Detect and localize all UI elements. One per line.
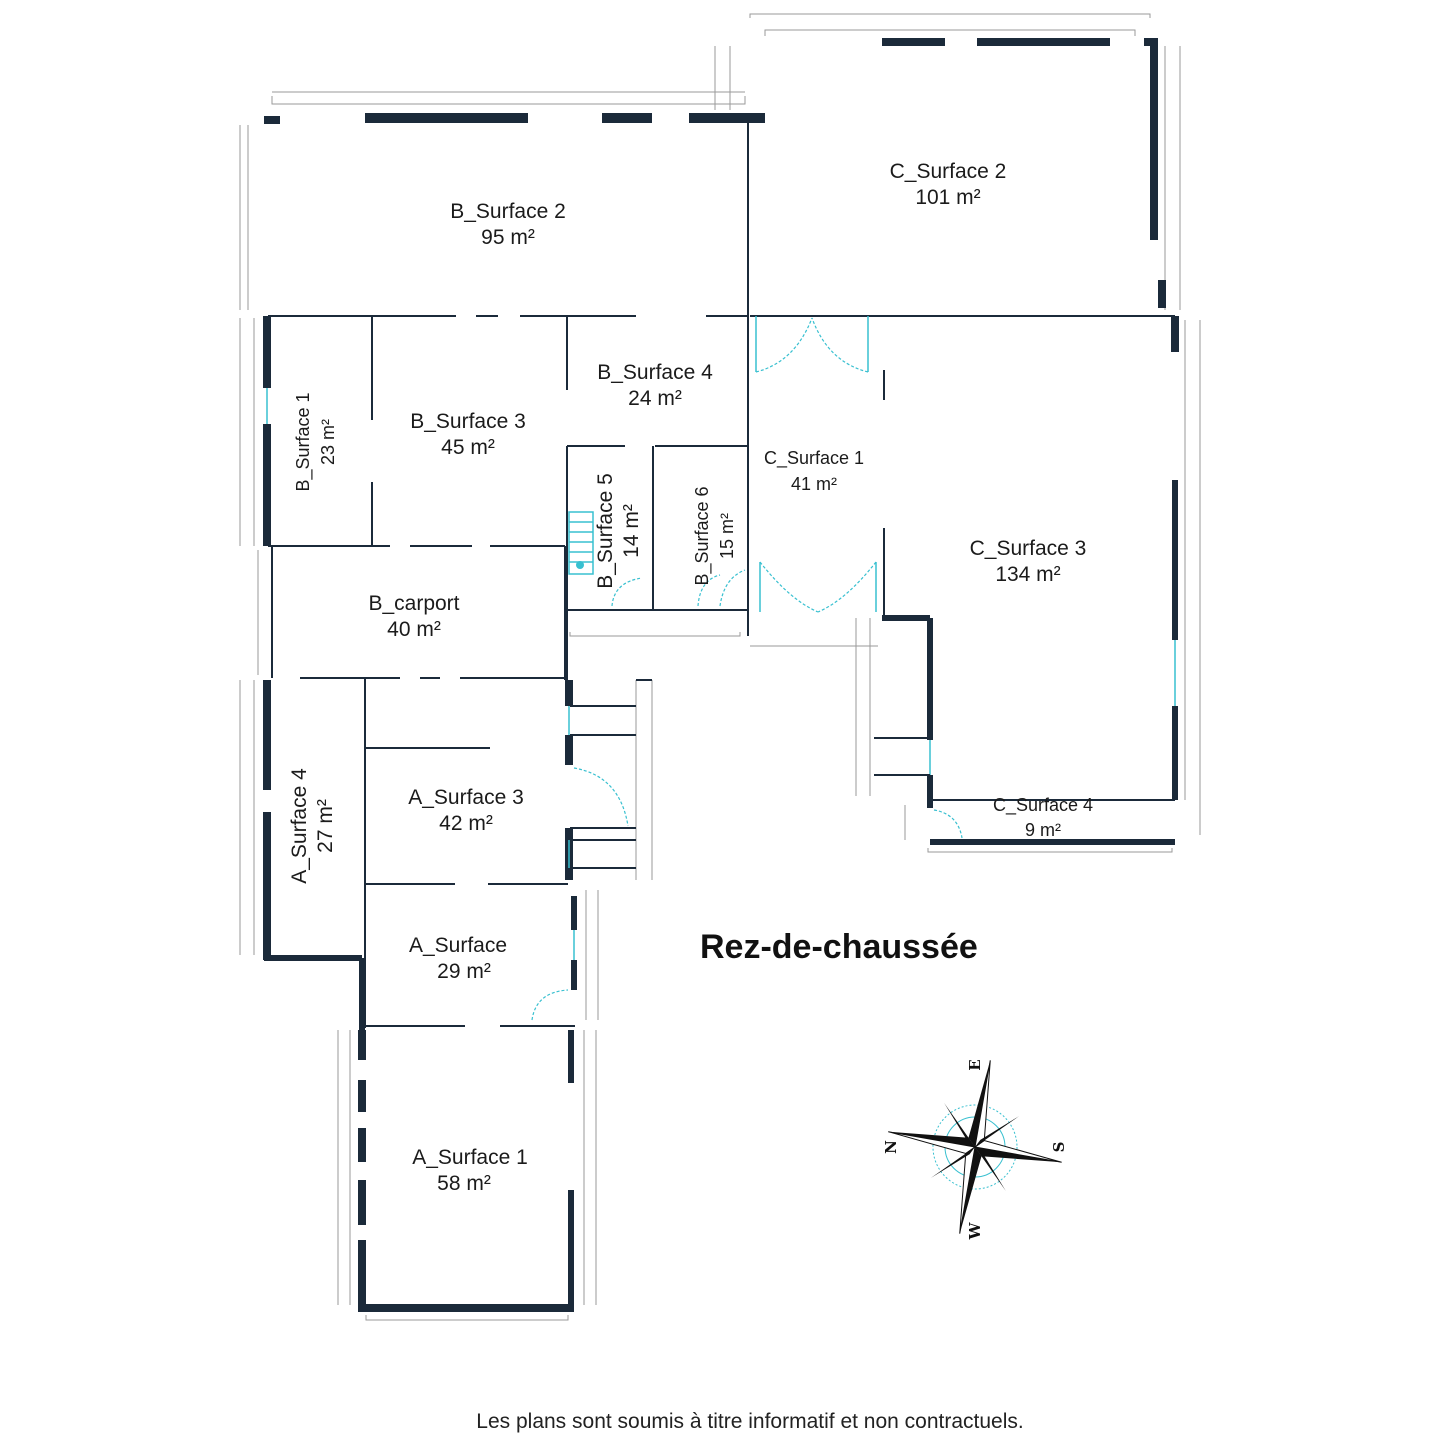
room-labels: B_Surface 2 95 m² C_Surface 2 101 m² B_S… xyxy=(288,160,1093,1195)
room-name-b-surface-5: B_Surface 5 xyxy=(594,473,617,589)
room-name-a-surface-4: A_Surface 4 xyxy=(288,768,311,884)
room-name-b-surface-4: B_Surface 4 xyxy=(597,361,713,384)
room-area-a-surface-1: 58 m² xyxy=(437,1172,491,1195)
compass-rose-icon: N E S W xyxy=(882,1059,1068,1240)
room-name-c-surface-2: C_Surface 2 xyxy=(890,160,1007,183)
room-area-b-surface-4: 24 m² xyxy=(628,387,682,410)
room-name-b-surface-3: B_Surface 3 xyxy=(410,410,526,433)
room-area-b-surface-1: 23 m² xyxy=(318,419,338,465)
room-area-c-surface-4: 9 m² xyxy=(1025,820,1061,840)
room-area-b-surface-3: 45 m² xyxy=(441,436,495,459)
room-name-c-surface-1: C_Surface 1 xyxy=(764,448,864,469)
doors-windows xyxy=(266,316,1176,1021)
room-area-b-carport: 40 m² xyxy=(387,618,441,641)
room-area-b-surface-5: 14 m² xyxy=(620,504,643,558)
compass-west-label: W xyxy=(966,1221,984,1240)
interior-walls xyxy=(268,118,1175,1028)
room-name-c-surface-3: C_Surface 3 xyxy=(970,537,1087,560)
staircase xyxy=(568,511,594,575)
compass-east-label: E xyxy=(966,1059,984,1070)
room-name-a-surface-3: A_Surface 3 xyxy=(408,786,524,809)
compass-south-label: S xyxy=(1050,1142,1068,1153)
room-area-c-surface-2: 101 m² xyxy=(915,186,980,209)
room-name-c-surface-4: C_Surface 4 xyxy=(993,795,1093,816)
disclaimer-text: Les plans sont soumis à titre informatif… xyxy=(476,1410,1024,1433)
exterior-walls xyxy=(263,38,1179,1312)
room-name-b-surface-6: B_Surface 6 xyxy=(692,486,713,585)
room-area-c-surface-1: 41 m² xyxy=(791,474,837,494)
room-area-b-surface-6: 15 m² xyxy=(717,513,737,559)
room-name-a-surface: A_Surface xyxy=(409,934,507,957)
room-name-b-surface-1: B_Surface 1 xyxy=(293,392,314,491)
room-area-c-surface-3: 134 m² xyxy=(995,563,1060,586)
floor-title: Rez-de-chaussée xyxy=(700,928,978,966)
dimension-lines xyxy=(239,13,1201,1321)
room-name-b-surface-2: B_Surface 2 xyxy=(450,200,566,223)
room-name-b-carport: B_carport xyxy=(368,592,459,615)
room-area-b-surface-2: 95 m² xyxy=(481,226,535,249)
compass-north-label: N xyxy=(882,1140,900,1154)
room-name-a-surface-1: A_Surface 1 xyxy=(412,1146,528,1169)
exterior-steps xyxy=(570,679,930,869)
room-area-a-surface-3: 42 m² xyxy=(439,812,493,835)
room-area-a-surface-4: 27 m² xyxy=(314,799,337,853)
room-area-a-surface: 29 m² xyxy=(437,960,491,983)
